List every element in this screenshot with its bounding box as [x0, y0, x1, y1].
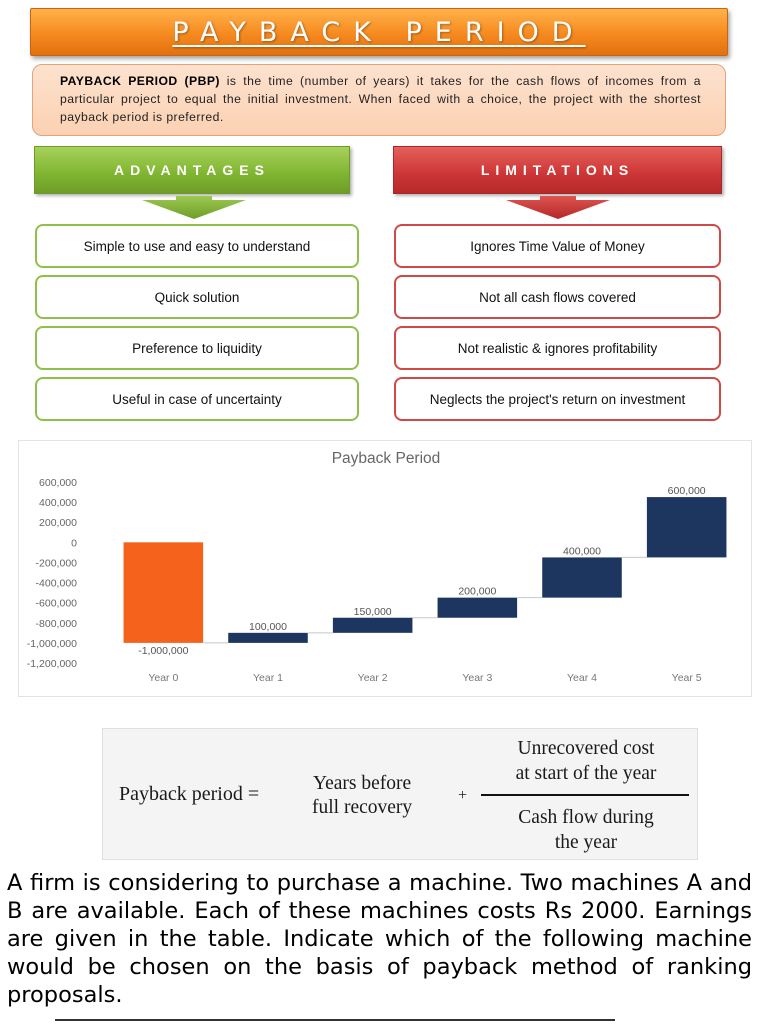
advantages-arrow-icon [142, 196, 246, 219]
title-banner: PAYBACK PERIOD [30, 8, 728, 56]
chart-bar [332, 617, 413, 633]
y-tick-label: -600,000 [36, 598, 78, 610]
y-tick-label: -800,000 [36, 618, 78, 630]
page-title: PAYBACK PERIOD [172, 16, 586, 48]
formula-mid-line2: full recovery [312, 797, 413, 818]
definition-term: PAYBACK PERIOD (PBP) [60, 74, 220, 88]
formula-mid-line1: Years before [312, 773, 412, 794]
advantage-item: Useful in case of uncertainty [35, 377, 359, 421]
x-tick-label: Year 2 [358, 672, 388, 684]
y-tick-label: 400,000 [39, 497, 77, 509]
formula-den-line1: Cash flow during [518, 807, 654, 828]
limitations-header: LIMITATIONS [393, 146, 722, 194]
chart-title: Payback Period [331, 450, 441, 467]
limitation-item: Not all cash flows covered [394, 275, 721, 319]
limitations-heading: LIMITATIONS [480, 162, 635, 178]
formula-denominator: Cash flow during the year [483, 805, 689, 855]
data-label: 100,000 [249, 621, 287, 633]
data-label: 400,000 [563, 545, 601, 557]
advantage-item: Quick solution [35, 275, 359, 319]
x-tick-label: Year 5 [672, 672, 702, 684]
x-tick-label: Year 3 [462, 672, 492, 684]
formula-lhs: Payback period = [119, 783, 260, 805]
y-tick-label: -200,000 [36, 557, 78, 569]
chart-bar [123, 542, 204, 643]
x-tick-label: Year 4 [567, 672, 597, 684]
limitation-item: Ignores Time Value of Money [394, 224, 721, 268]
limitation-item: Neglects the project's return on investm… [394, 377, 721, 421]
formula-plus: + [458, 787, 468, 804]
advantages-header: ADVANTAGES [34, 146, 350, 194]
y-tick-label: -400,000 [36, 578, 78, 590]
advantage-item: Preference to liquidity [35, 326, 359, 370]
y-tick-label: 200,000 [39, 517, 77, 529]
payback-chart: Payback Period 600,000 400,000 200,000 0 -20… [18, 440, 752, 697]
limitation-item: Not realistic & ignores profitability [394, 326, 721, 370]
chart-bar [437, 597, 518, 618]
x-tick-label: Year 0 [148, 672, 178, 684]
limitations-arrow-icon [506, 196, 610, 219]
data-label: -1,000,000 [138, 645, 188, 657]
formula-num-line2: at start of the year [515, 763, 657, 784]
formula-den-line2: the year [554, 832, 618, 853]
advantages-heading: ADVANTAGES [114, 162, 270, 178]
formula-numerator: Unrecovered cost at start of the year [483, 736, 689, 786]
y-tick-label: -1,200,000 [27, 658, 77, 670]
data-label: 150,000 [354, 606, 392, 618]
definition-box: PAYBACK PERIOD (PBP) is the time (number… [32, 64, 726, 136]
table-top-rule [55, 1019, 615, 1021]
chart-plot: 600,000 400,000 200,000 0 -200,000 -400,000 -6… [27, 477, 727, 684]
y-tick-label: 600,000 [39, 477, 77, 489]
fraction-bar [481, 794, 689, 796]
chart-bar [646, 497, 727, 558]
chart-bar [542, 557, 622, 598]
data-label: 200,000 [458, 586, 496, 598]
y-tick-label: 0 [71, 537, 77, 549]
question-text: A firm is considering to purchase a mach… [7, 870, 752, 1008]
formula-num-line1: Unrecovered cost [517, 738, 655, 759]
x-tick-label: Year 1 [253, 672, 283, 684]
advantage-item: Simple to use and easy to understand [35, 224, 359, 268]
definition-text: is the time (number of years) it takes f… [60, 74, 701, 124]
formula-box: Payback period = Years before full recov… [102, 728, 698, 860]
y-tick-label: -1,000,000 [27, 638, 77, 650]
formula-years-before: Years before full recovery [312, 772, 412, 820]
data-label: 600,000 [668, 485, 706, 497]
chart-bar [228, 632, 308, 643]
